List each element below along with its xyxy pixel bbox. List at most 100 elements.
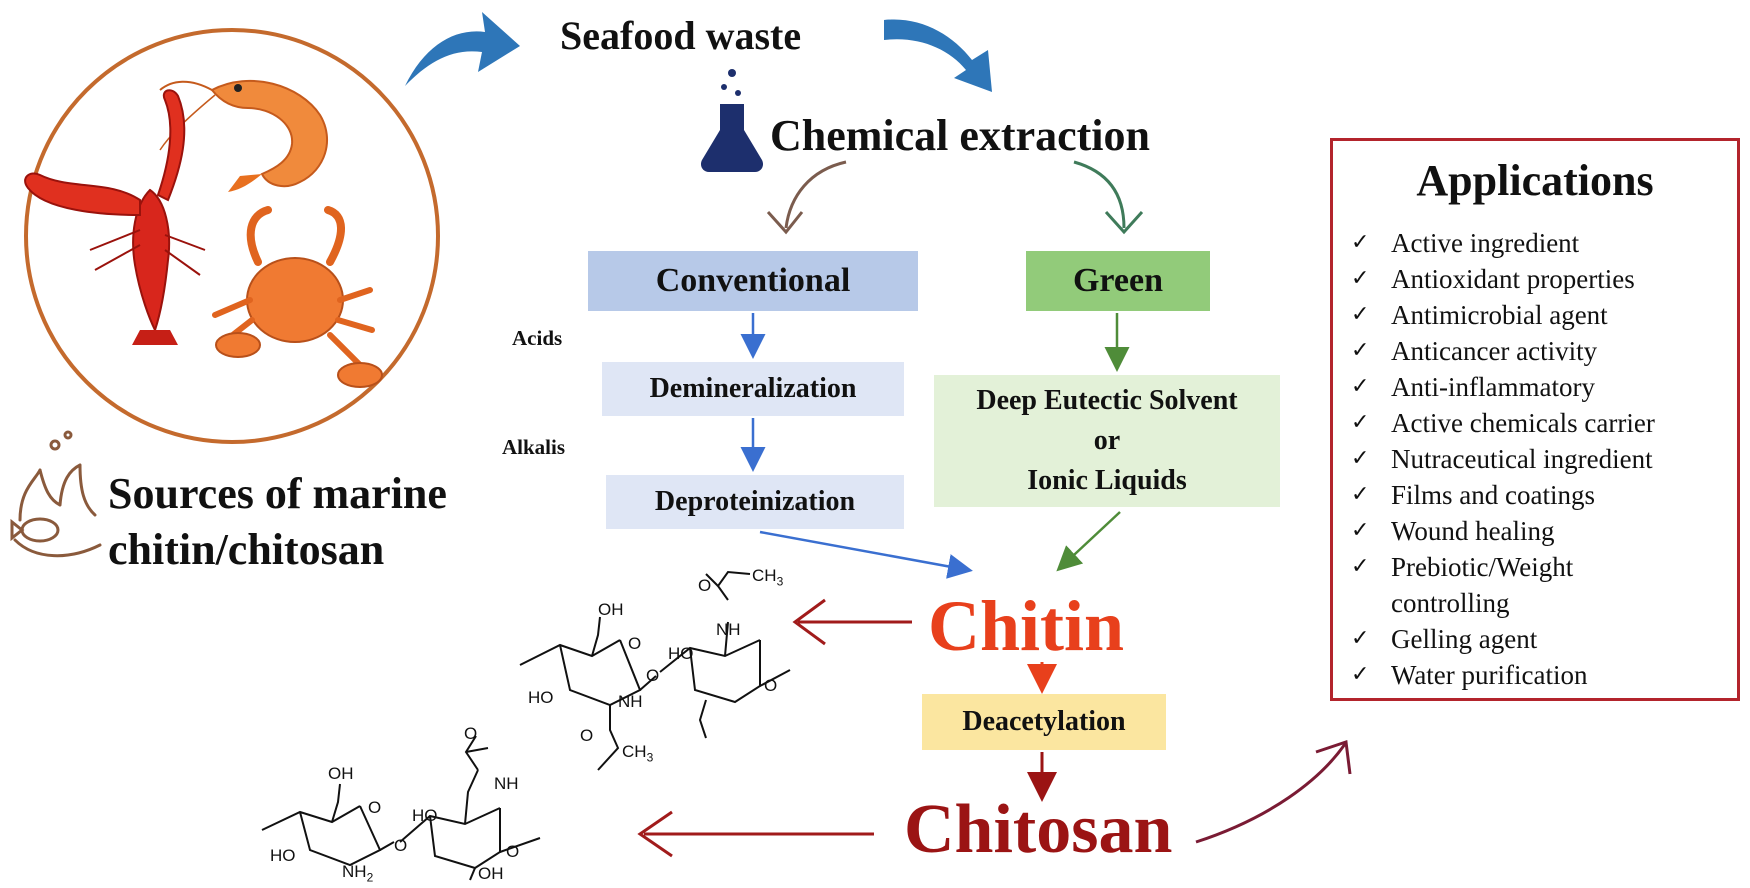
chitin-nh-bottom: NH (618, 692, 643, 711)
des-line-3: Ionic Liquids (1027, 465, 1187, 496)
chitin-label: Chitin (928, 586, 1125, 666)
application-item: ✓ Nutraceutical ingredient (1351, 441, 1731, 477)
application-item-line: Anticancer activity (1391, 336, 1598, 366)
check-icon: ✓ (1351, 626, 1370, 651)
blue-arrow-left (405, 12, 520, 86)
chitin-ch3-top: CH3 (752, 566, 784, 589)
application-item-line: Antimicrobial agent (1391, 300, 1608, 330)
check-icon: ✓ (1351, 302, 1370, 327)
chitosan-o-ring2: O (506, 842, 520, 861)
chitosan-o-link: O (394, 836, 408, 855)
application-item-text: Gelling agent (1391, 621, 1731, 657)
chitin-nh-top: NH (716, 620, 741, 639)
chitin-ho-mid: HO (668, 644, 694, 663)
chitosan-o-carbonyl: O (464, 724, 478, 743)
chitin-o-ring2: O (764, 676, 778, 695)
chitin-o-link: O (646, 666, 660, 685)
blue-arrow-right (884, 19, 992, 92)
application-item: ✓ Active ingredient (1351, 225, 1731, 261)
sources-line-2: chitin/chitosan (108, 525, 385, 574)
arrow-des-chitin (1056, 511, 1121, 572)
brown-split-arrowhead (766, 210, 804, 235)
green-split-arrowhead (1104, 210, 1144, 235)
check-icon: ✓ (1351, 338, 1370, 363)
application-item-text: Anti-inflammatory (1391, 369, 1731, 405)
check-icon: ✓ (1351, 446, 1370, 471)
chitin-molecule-bonds (519, 570, 791, 771)
application-item-line: Films and coatings (1391, 480, 1595, 510)
coral-fish-icon (10, 430, 102, 558)
check-icon: ✓ (1351, 518, 1370, 543)
application-item: ✓ Anticancer activity (1351, 333, 1731, 369)
chitosan-ho-left: HO (270, 846, 296, 865)
check-icon: ✓ (1351, 266, 1370, 291)
sources-label: Sources of marine chitin/chitosan (108, 466, 447, 578)
chitin-oh-top: OH (598, 600, 624, 619)
des-box: Deep Eutectic Solvent or Ionic Liquids (934, 375, 1280, 507)
application-item: ✓ Antimicrobial agent (1351, 297, 1731, 333)
acids-label: Acids (512, 326, 563, 350)
chitin-o-top-carbonyl: O (698, 576, 712, 595)
chitin-o-bottom-carbonyl: O (580, 726, 594, 745)
chitin-ho-left: HO (528, 688, 554, 707)
chitin-o-ring1: O (628, 634, 642, 653)
des-line-1: Deep Eutectic Solvent (976, 385, 1238, 416)
check-icon: ✓ (1351, 374, 1370, 399)
alkalis-label: Alkalis (502, 435, 566, 459)
chitosan-nh2: NH2 (342, 862, 374, 885)
application-item-text: Nutraceutical ingredient (1391, 441, 1731, 477)
conventional-box: Conventional (588, 251, 918, 311)
crab-illustration (212, 206, 383, 388)
application-item: ✓ Films and coatings (1351, 477, 1731, 513)
application-item-line: Active ingredient (1391, 228, 1580, 258)
application-item-line: Active chemicals carrier (1391, 408, 1655, 438)
application-item: ✓ Water purification (1351, 657, 1731, 693)
check-icon: ✓ (1351, 662, 1370, 687)
application-item-line: Nutraceutical ingredient (1391, 444, 1653, 474)
applications-title: Applications (1416, 156, 1654, 205)
application-item-line: Gelling agent (1391, 624, 1538, 654)
application-item-line: Anti-inflammatory (1391, 372, 1595, 402)
application-item: ✓ Gelling agent (1351, 621, 1731, 657)
sources-circle (24, 28, 440, 444)
application-item-text: Antioxidant properties (1391, 261, 1731, 297)
chemical-extraction-label: Chemical extraction (770, 111, 1150, 160)
arrow-chitosan-applications (1195, 739, 1352, 844)
check-icon: ✓ (1351, 482, 1370, 507)
shrimp-illustration (159, 79, 329, 192)
application-item-text: Films and coatings (1391, 477, 1731, 513)
arrow-chitosan-structure (637, 810, 874, 858)
application-item-text: Active ingredient (1391, 225, 1731, 261)
green-box: Green (1026, 251, 1210, 311)
arrow-chitin-structure (792, 598, 912, 646)
application-item-text: Anticancer activity (1391, 333, 1731, 369)
deacetylation-box: Deacetylation (922, 694, 1166, 750)
flask-icon (700, 69, 764, 172)
application-item-text: Wound healing (1391, 513, 1731, 549)
applications-list: ✓ Active ingredient ✓ Antioxidant propertie… (1351, 225, 1731, 693)
deproteinization-box: Deproteinization (606, 475, 904, 529)
lobster-illustration (24, 89, 206, 345)
chitin-ch3-bottom: CH3 (622, 742, 654, 765)
demineralization-box: Demineralization (602, 362, 904, 416)
application-item-text: Active chemicals carrier (1391, 405, 1731, 441)
application-item-line: Antioxidant properties (1391, 264, 1635, 294)
application-item: ✓ Wound healing (1351, 513, 1731, 549)
brown-split-arrow (784, 160, 847, 229)
application-item: ✓ Anti-inflammatory (1351, 369, 1731, 405)
chitosan-nh: NH (494, 774, 519, 793)
green-split-arrow (1073, 160, 1126, 229)
application-item-text: Water purification (1391, 657, 1731, 693)
chitosan-o-ring1: O (368, 798, 382, 817)
check-icon: ✓ (1351, 554, 1370, 579)
chitosan-oh-top: OH (328, 764, 354, 783)
application-item: ✓ Active chemicals carrier (1351, 405, 1731, 441)
check-icon: ✓ (1351, 410, 1370, 435)
chitosan-oh-bottom: OH (478, 864, 504, 883)
chitosan-label: Chitosan (904, 791, 1173, 868)
check-icon: ✓ (1351, 230, 1370, 255)
application-item-line: Prebiotic/Weight (1391, 552, 1574, 582)
